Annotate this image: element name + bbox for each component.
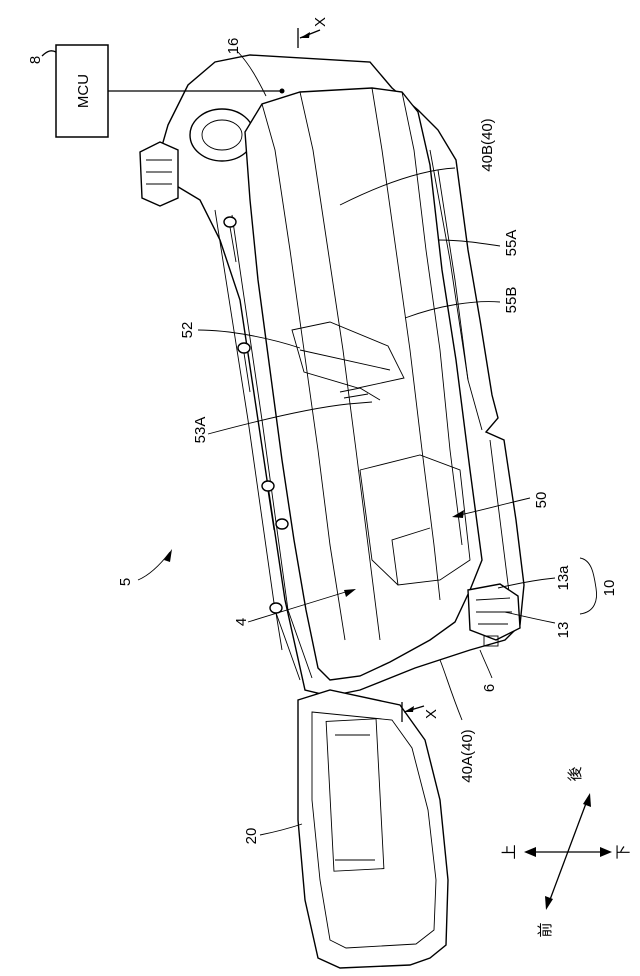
label-40B: 40B(40) [479,118,496,171]
label-13a: 13a [555,565,572,591]
label-40A: 40A(40) [459,729,476,782]
direction-front: 前 [536,922,554,937]
label-4: 4 [233,618,250,626]
label-13: 13 [555,622,572,639]
label-55A: 55A [503,230,520,257]
label-8: 8 [27,56,44,64]
label-20: 20 [243,828,260,845]
tray-20 [297,689,449,969]
direction-compass: 上 下 前 後 [500,766,632,937]
label-x-bottom: X [423,709,440,719]
label-16: 16 [225,38,242,55]
direction-rear: 後 [566,766,584,781]
reference-labels: 16 40B(40) 55A 55B 52 53A 50 5 13a 10 13 [117,38,618,845]
device-drawing [139,54,525,969]
section-line: X X [297,17,440,722]
label-10: 10 [601,580,618,597]
label-55B: 55B [503,287,520,314]
label-53A: 53A [192,417,209,444]
direction-down: 下 [614,844,632,859]
label-5: 5 [117,578,134,586]
label-50: 50 [533,492,550,509]
label-x-top: X [312,17,329,27]
label-6: 6 [481,684,498,692]
label-52: 52 [179,322,196,339]
mcu-box-text: MCU [75,74,92,108]
direction-up: 上 [500,844,518,859]
mcu-group: MCU 8 [27,44,285,138]
